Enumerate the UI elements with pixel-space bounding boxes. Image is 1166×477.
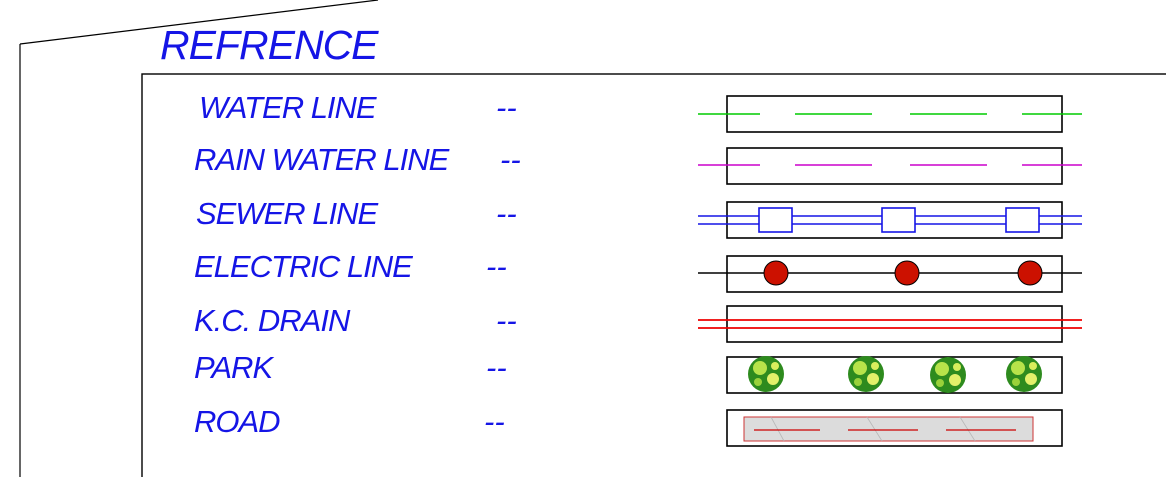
park-symbol	[726, 356, 1063, 394]
legend-label-kc-drain: K.C. DRAIN	[194, 303, 350, 338]
sewer-line-symbol	[698, 201, 1082, 239]
legend-dash-road: --	[484, 404, 505, 439]
tree-icon	[748, 356, 784, 392]
road-symbol	[726, 409, 1063, 447]
kc-drain-symbol	[698, 305, 1082, 343]
sheet-border-slant	[19, 0, 379, 45]
legend-label-road: ROAD	[194, 404, 281, 439]
legend-dash-park: --	[486, 350, 507, 385]
legend-label-park: PARK	[194, 350, 273, 385]
tree-icon	[930, 357, 966, 393]
water-line-symbol	[698, 95, 1082, 133]
legend-label-sewer-line: SEWER LINE	[196, 196, 378, 231]
legend-dash-water-line: --	[496, 90, 517, 125]
tree-icon	[848, 356, 884, 392]
legend-dash-kc-drain: --	[496, 303, 517, 338]
legend-dash-sewer-line: --	[496, 196, 517, 231]
legend-label-water-line: WATER LINE	[199, 90, 377, 125]
rain-water-line-symbol	[698, 147, 1082, 185]
legend-dash-rain-water-line: --	[500, 142, 521, 177]
electric-line-symbol	[698, 255, 1082, 293]
legend-title: REFRENCE	[160, 22, 379, 68]
legend-box	[141, 73, 1166, 477]
legend-dash-electric-line: --	[486, 249, 507, 284]
tree-icon	[1006, 356, 1042, 392]
legend-label-rain-water-line: RAIN WATER LINE	[194, 142, 449, 177]
legend-label-electric-line: ELECTRIC LINE	[194, 249, 413, 284]
